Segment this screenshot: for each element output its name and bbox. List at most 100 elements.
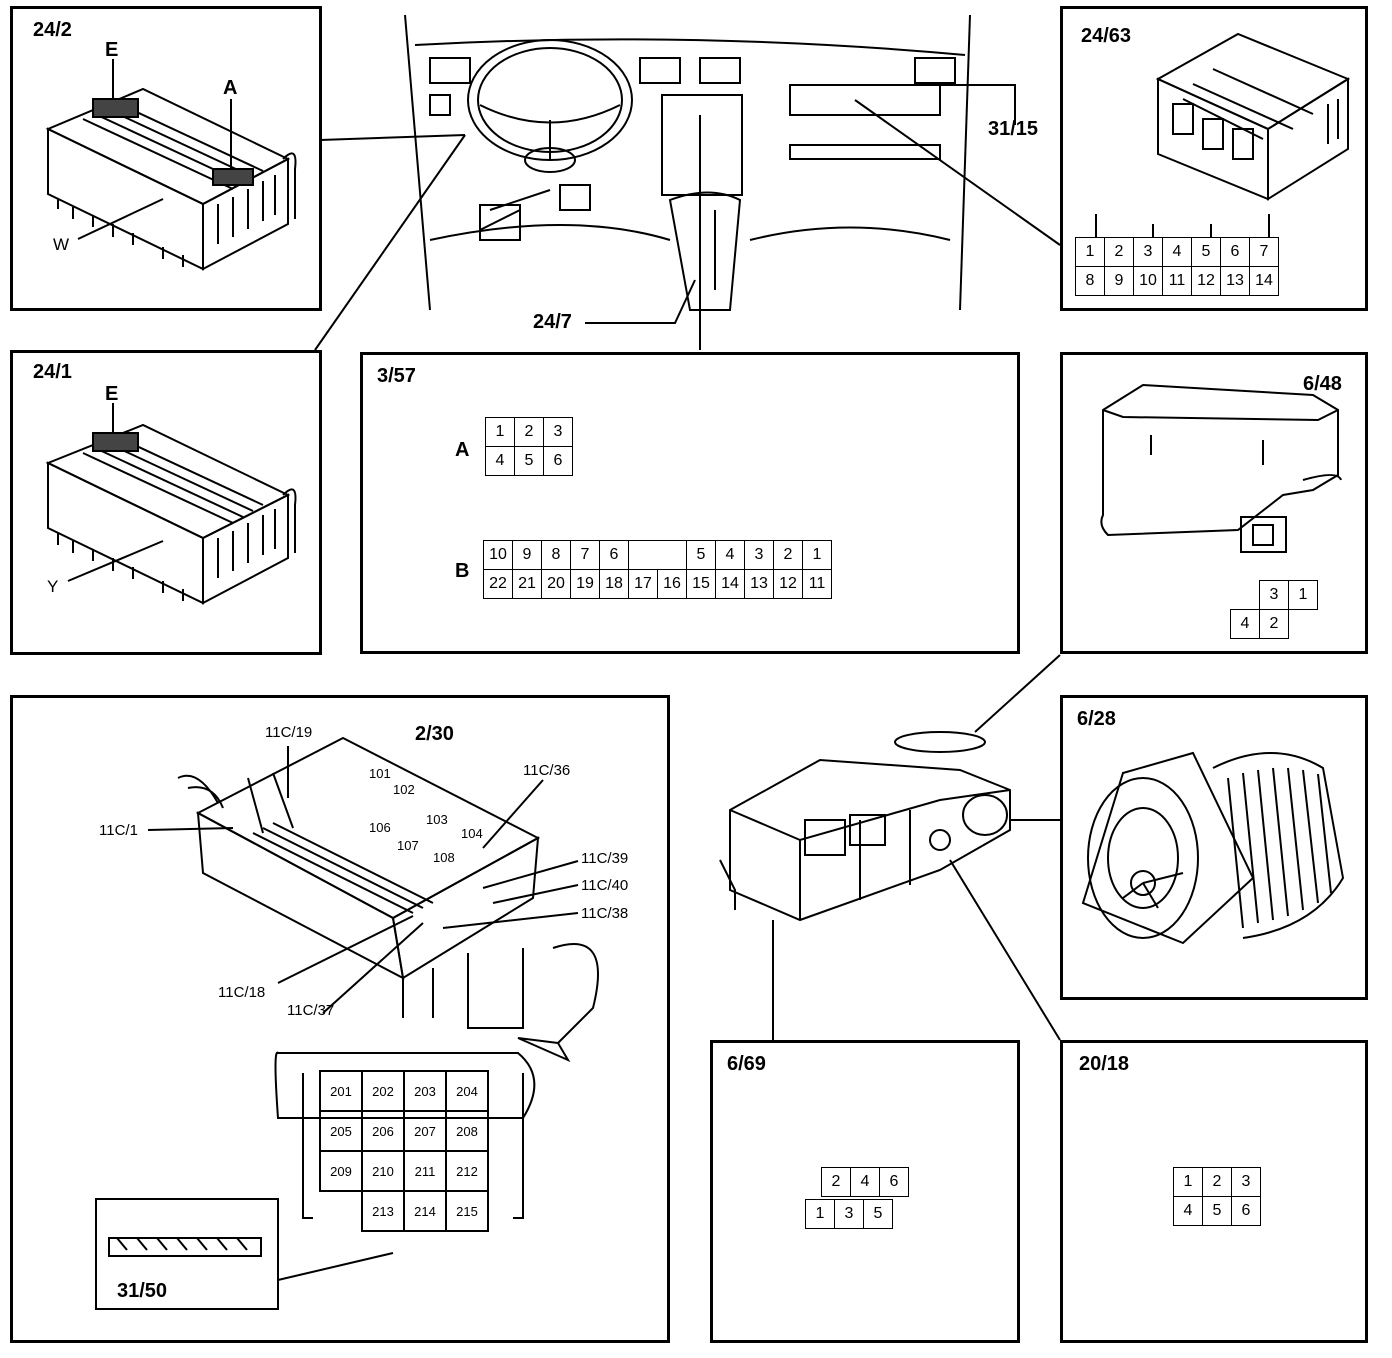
pin-empty: [1289, 610, 1318, 639]
callout-11c-36: 11C/36: [523, 762, 571, 779]
pin: 10: [483, 540, 513, 570]
relay-101: 101: [369, 766, 391, 781]
label-b: B: [455, 560, 470, 582]
label-a: A: [455, 439, 470, 461]
callout-11c-38: 11C/38: [581, 905, 629, 922]
pin: 6: [599, 540, 629, 570]
pin: 3: [1259, 580, 1289, 610]
pin: 1: [485, 417, 515, 447]
pin: 6: [1231, 1196, 1261, 1226]
fuse: 211: [403, 1150, 447, 1192]
pin: 6: [543, 446, 573, 476]
pin: 13: [744, 569, 774, 599]
pin: 3: [1133, 237, 1163, 267]
pin-grid-6-69-bottom: 1 3 5: [805, 1199, 893, 1229]
connector-24-1-drawing: [45, 403, 297, 605]
pin: 12: [1191, 266, 1221, 296]
pin: 11: [1162, 266, 1192, 296]
pin: 4: [850, 1167, 880, 1197]
relay-107: 107: [397, 838, 419, 853]
inset-31-50: 31/50: [95, 1198, 279, 1310]
pin: 3: [1231, 1167, 1261, 1197]
pin: 3: [834, 1199, 864, 1229]
connector-31-50-drawing: [108, 1237, 262, 1257]
pin: 2: [514, 417, 544, 447]
fuse: 207: [403, 1110, 447, 1152]
pin: 6: [1220, 237, 1250, 267]
label-e: E: [105, 39, 119, 61]
pin: 4: [1162, 237, 1192, 267]
pin: 12: [773, 569, 803, 599]
blower-motor-drawing: [1081, 751, 1345, 945]
panel-title: 6/69: [727, 1053, 766, 1075]
panel-24-1: 24/1 E Y: [10, 350, 322, 655]
fuse: 203: [403, 1070, 447, 1112]
fuse-empty: [320, 1191, 362, 1231]
fuse: 204: [445, 1070, 489, 1112]
pin: 1: [805, 1199, 835, 1229]
relay-102: 102: [393, 782, 415, 797]
pin-grid-6-69-top: 2 4 6: [821, 1167, 909, 1197]
panel-title: 24/1: [33, 361, 72, 383]
fuse: 205: [319, 1110, 363, 1152]
callout-11c-39: 11C/39: [581, 850, 629, 867]
panel-title: 3/57: [377, 365, 416, 387]
callout-11c-1: 11C/1: [99, 822, 138, 839]
fuse: 208: [445, 1110, 489, 1152]
pin: 2: [1259, 609, 1289, 639]
panel-title: 6/28: [1077, 708, 1116, 730]
connector-24-63-drawing: [1095, 32, 1351, 237]
pin: 9: [1104, 266, 1134, 296]
fuse: 213: [361, 1190, 405, 1232]
fusebox-title: 2/30: [415, 723, 454, 745]
panel-title: 24/2: [33, 19, 72, 41]
pin: 1: [1288, 580, 1318, 610]
fuse: 212: [445, 1150, 489, 1192]
pin: 18: [599, 569, 629, 599]
pin: 1: [1075, 237, 1105, 267]
fuse: 201: [319, 1070, 363, 1112]
pin: 13: [1220, 266, 1250, 296]
pin: 8: [541, 540, 571, 570]
pin: 2: [821, 1167, 851, 1197]
pin: 5: [514, 446, 544, 476]
pin: 7: [1249, 237, 1279, 267]
relay-106: 106: [369, 820, 391, 835]
relay-108: 108: [433, 850, 455, 865]
pin: 3: [744, 540, 774, 570]
fuse: 202: [361, 1070, 405, 1112]
pin: 21: [512, 569, 542, 599]
panel-6-69: 6/69 2 4 6 1 3 5: [710, 1040, 1020, 1343]
module-6-48-drawing: [1100, 383, 1342, 553]
inset-label: 31/50: [117, 1280, 168, 1302]
relay-104: 104: [461, 826, 483, 841]
fuse: 206: [361, 1110, 405, 1152]
pin: 7: [570, 540, 600, 570]
fuse: 215: [445, 1190, 489, 1232]
pin: 4: [1173, 1196, 1203, 1226]
pin: 8: [1075, 266, 1105, 296]
callout-11c-40: 11C/40: [581, 877, 629, 894]
panel-24-2: 24/2 E A W: [10, 6, 322, 311]
pin: 17: [628, 569, 658, 599]
pin-empty: [1231, 581, 1260, 610]
pin-grid-20-18: 1 2 3 4 5 6: [1173, 1167, 1261, 1226]
fuse: 210: [361, 1150, 405, 1192]
pin: 1: [802, 540, 832, 570]
pin: 2: [1104, 237, 1134, 267]
panel-title: 24/63: [1081, 25, 1132, 47]
pin: 6: [879, 1167, 909, 1197]
connector-24-2-drawing: [45, 59, 297, 271]
pin: 10: [1133, 266, 1163, 296]
fusebox-drawing: [147, 736, 599, 1281]
pin: 15: [686, 569, 716, 599]
dashboard-drawing: [314, 14, 1061, 351]
pin: 9: [512, 540, 542, 570]
pin-empty: [628, 540, 658, 570]
panel-24-63: 24/63 1 2 3 4 5 6 7 8 9 10 11 12 13 14: [1060, 6, 1368, 311]
fuse: 209: [319, 1150, 363, 1192]
pin: 5: [863, 1199, 893, 1229]
fuse-grid: 201 202 203 204 205 206 207 208 209 210 …: [319, 1070, 489, 1232]
panel-20-18: 20/18 1 2 3 4 5 6: [1060, 1040, 1368, 1343]
panel-3-57: 3/57 A 1 2 3 4 5 6 B 10 9 8 7 6 5 4 3 2 …: [360, 352, 1020, 654]
